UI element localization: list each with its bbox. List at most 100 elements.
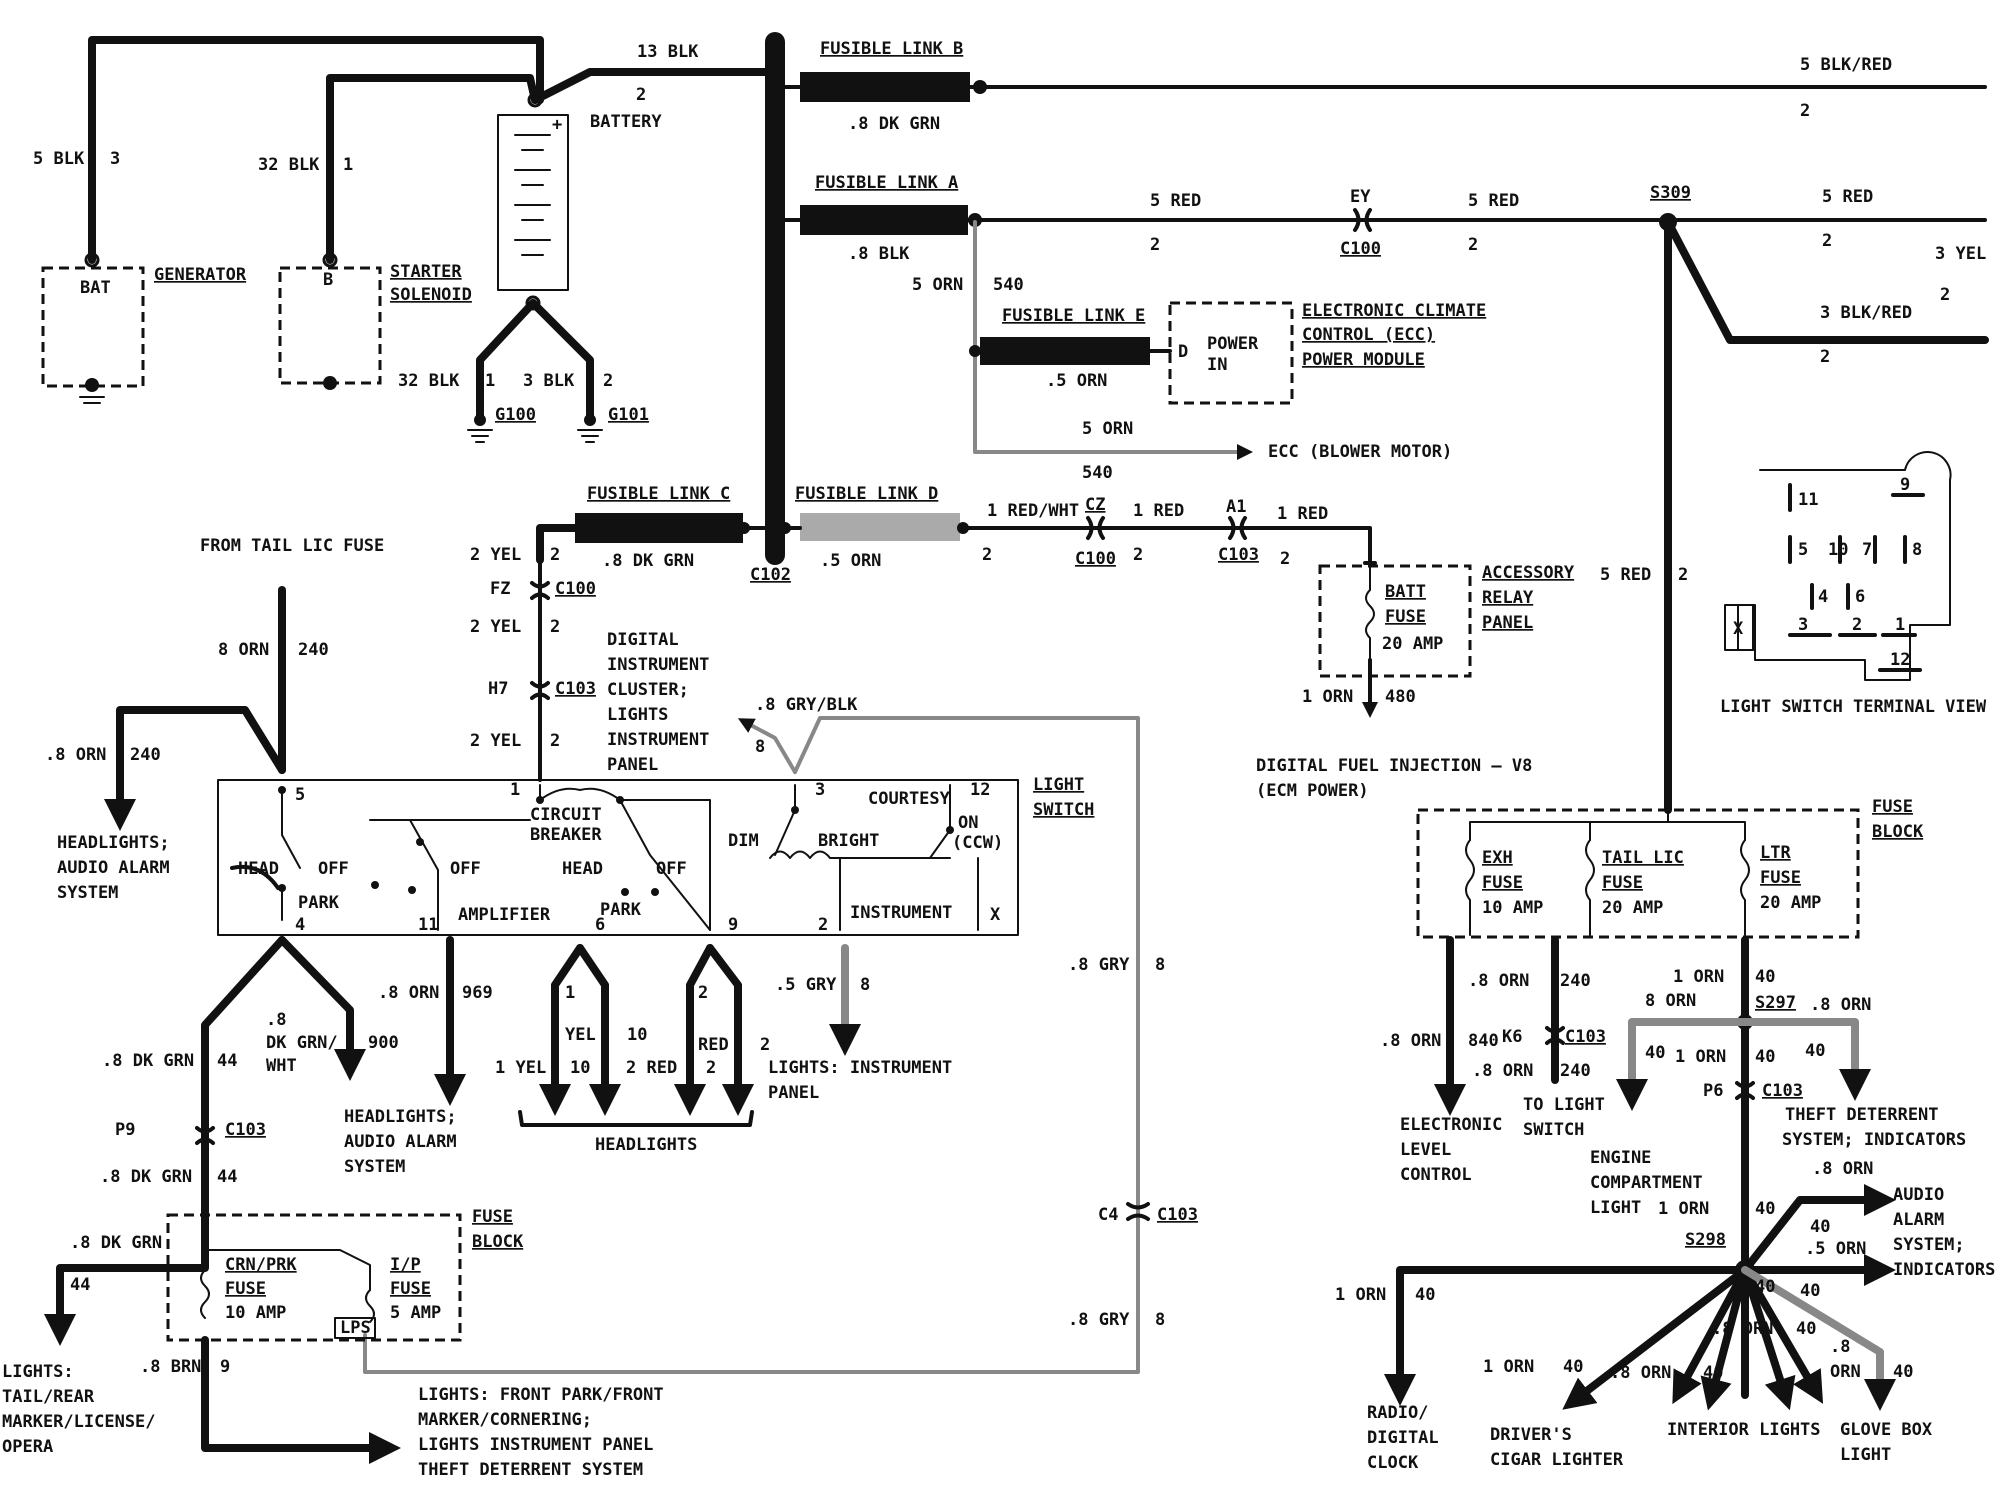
ll-ip-1: I/P [390,1255,421,1275]
fbr-label-1: FUSE [1872,797,1913,817]
so-red-1: 2 RED [626,1058,677,1078]
fusible-link-d [800,513,960,541]
ls-pin-5: 5 [295,785,305,805]
acc-panel-2: RELAY [1482,588,1534,608]
batt-fuse-2: FUSE [1385,607,1426,627]
acc-wire-2: 1 RED [1133,501,1184,521]
ll-gry-2: .8 GRY [1068,1310,1130,1330]
cl-pin-1: FZ [490,579,510,599]
acc-pin-2: A1 [1226,497,1246,517]
ro-cig-1: DRIVER'S [1490,1425,1572,1445]
tv-pin-5: 5 [1798,540,1808,560]
red-conn-1-pin: EY [1350,187,1371,207]
so-dkgw-1: .8 [266,1010,286,1030]
fuse-block-right: FUSE BLOCK EXH FUSE 10 AMP TAIL LIC FUSE… [1416,797,1924,939]
ro-cig-w: 1 ORN [1483,1357,1534,1377]
ls-tail-num: 240 [298,640,329,660]
ls-gry-blk-num: 8 [755,737,765,757]
fuse-block-left [166,1213,462,1342]
ls-label-off-2: OFF [450,859,481,879]
fusible-link-c [575,513,743,543]
ll-lights-3: MARKER/LICENSE/ [2,1412,156,1432]
ecc-blower-num: 540 [1082,463,1113,483]
gen-wire-label: 5 BLK [33,149,85,169]
ro-radio-1: RADIO/ [1367,1403,1428,1423]
ro-glove-2: LIGHT [1840,1445,1891,1465]
fusible-link-c-wire: .8 DK GRN [602,551,694,571]
ro-audio-num1: 40 [1810,1217,1830,1237]
ecc-blower-label: ECC (BLOWER MOTOR) [1268,442,1452,462]
acc-panel-1: ACCESSORY [1482,563,1575,583]
fusible-link-d-wire: .5 ORN [820,551,881,571]
ro-ltr-w3-num: 40 [1755,1199,1775,1219]
ro-audio-2: ALARM [1893,1210,1944,1230]
ecc-section: 5 ORN 540 FUSIBLE LINK E .5 ORN D POWER … [912,220,1486,483]
so-gry-num: 8 [860,975,870,995]
ground-2: G101 [608,405,649,425]
ro-c103: C103 [1565,1027,1606,1047]
ls-pin-11: 11 [418,915,438,935]
ro-s298: S298 [1685,1230,1726,1250]
fusible-link-section: C102 FUSIBLE LINK B .8 DK GRN 5 BLK/RED … [536,32,1987,585]
fusible-link-b-wire: .8 DK GRN [848,114,940,134]
acc-conn-1: C100 [1075,549,1116,569]
tv-pin-7: 7 [1862,540,1872,560]
ecc-orn-wire: 5 ORN [912,275,963,295]
tv-pin-10: 10 [1828,540,1848,560]
cl-wire-1: 2 YEL [470,545,521,565]
ro-elc-w2: .8 ORN [1380,1031,1441,1051]
fusible-link-c-label: FUSIBLE LINK C [587,484,730,504]
accessory-section: 1 RED/WHT 2 CZ C100 1 RED 2 A1 C103 1 RE… [982,495,1575,801]
blkred-3-wire: 3 BLK/RED [1820,303,1912,323]
ro-radio-2: DIGITAL [1367,1428,1439,1448]
tv-pin-x: X [1733,619,1744,639]
tv-pin-8: 8 [1912,540,1922,560]
fusible-link-e-wire: .5 ORN [1046,371,1107,391]
generator-label: GENERATOR [154,265,247,285]
ls-out-num: 240 [130,745,161,765]
ro-glove-num: 40 [1893,1362,1913,1382]
acc-num-1: 2 [982,545,992,565]
cl-label-1: DIGITAL [607,630,679,650]
fbr-ltr-3: 20 AMP [1760,893,1821,913]
fbr-label-2: BLOCK [1872,822,1924,842]
so-amp-num: 969 [462,983,493,1003]
ll-c4: C4 [1098,1205,1118,1225]
ll-dk-grn-3: .8 DK GRN [70,1233,162,1253]
blkred-num: 2 [1800,101,1810,121]
ground-num-2: 2 [603,371,613,391]
tv-pin-6: 6 [1855,587,1865,607]
ll-dk-grn-2-num: 44 [217,1167,237,1187]
ro-theft-num: 40 [1805,1041,1825,1061]
fusible-link-a [800,205,968,235]
ro-c103-b: C103 [1762,1081,1803,1101]
ll-ip-2: FUSE [390,1279,431,1299]
ro-p6: P6 [1703,1081,1723,1101]
battery [497,114,569,291]
ecc-label-2: CONTROL (ECC) [1302,325,1435,345]
ro-audio-num2: 40 [1800,1281,1820,1301]
red-wire-1: 5 RED [1150,191,1201,211]
ls-tail-wire: 8 ORN [218,640,269,660]
so-red-2: RED [698,1035,729,1055]
tv-pin-4: 4 [1818,587,1828,607]
ro-eng-2: COMPARTMENT [1590,1173,1703,1193]
ll-crn-3: 10 AMP [225,1303,286,1323]
ls-out-dest-2: AUDIO ALARM [57,858,170,878]
cl-wire-3: 2 YEL [470,731,521,751]
red-num-3: 2 [1822,231,1832,251]
ro-cig-num: 40 [1563,1357,1583,1377]
ll-c103: C103 [225,1120,266,1140]
ll-lights-4: OPERA [2,1437,53,1457]
ground-num-1: 1 [485,371,495,391]
red-wire-2: 5 RED [1468,191,1519,211]
so-dk-grn: .8 DK GRN [102,1051,194,1071]
ll-p9: P9 [115,1120,135,1140]
ls-label-park-1: PARK [298,893,340,913]
red-down-wire: 5 RED [1600,565,1651,585]
ll-fuse-block-1: FUSE [472,1207,513,1227]
fusible-link-a-wire: .8 BLK [848,244,910,264]
ro-eng-1: ENGINE [1590,1148,1651,1168]
ll-fuse-block-2: BLOCK [472,1232,524,1252]
